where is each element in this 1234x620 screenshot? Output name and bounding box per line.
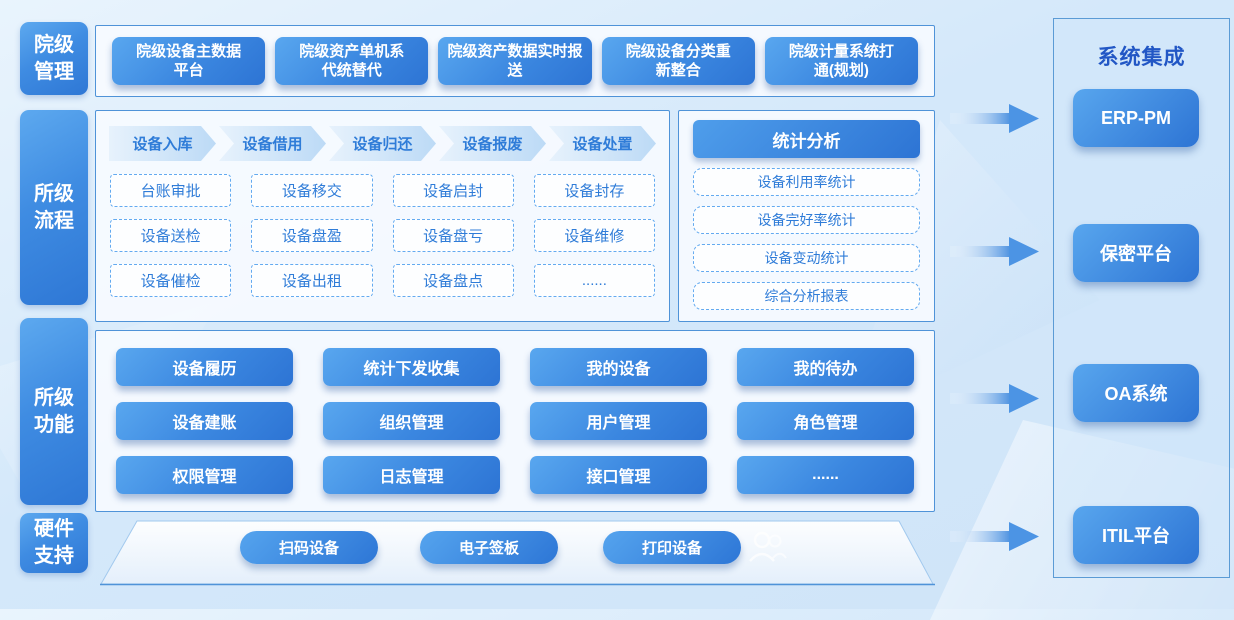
node-comprehensive-report: 综合分析报表: [693, 282, 920, 310]
node-security-platform: 保密平台: [1073, 224, 1199, 282]
node-more-functions: ......: [737, 456, 914, 494]
connector-arrow: [950, 104, 1039, 133]
institute-functions-section: 设备履历 统计下发收集 我的设备 我的待办 设备建账 组织管理 用户管理 角色管…: [95, 330, 935, 512]
node-change-stats: 设备变动统计: [693, 244, 920, 272]
node-my-todo: 我的待办: [737, 348, 914, 386]
flow-step-return: 设备归还: [329, 126, 436, 161]
node-utilization-stats: 设备利用率统计: [693, 168, 920, 196]
node-log-management: 日志管理: [323, 456, 500, 494]
sidebar-item-institute-functions: 所级功能: [20, 318, 88, 505]
hardware-support-section: 扫码设备 电子签板 打印设备: [100, 520, 935, 586]
node-itil-platform: ITIL平台: [1073, 506, 1199, 564]
connector-arrow: [950, 522, 1039, 551]
node-integrity-stats: 设备完好率统计: [693, 206, 920, 234]
node-asset-standalone-replacement: 院级资产单机系 代统替代: [275, 37, 429, 85]
system-integration-panel: 系统集成 ERP-PM 保密平台 OA系统 ITIL平台: [1053, 18, 1230, 578]
node-device-history: 设备履历: [116, 348, 293, 386]
node-device-seal: 设备封存: [533, 174, 655, 207]
node-role-management: 角色管理: [737, 402, 914, 440]
institute-process-section: 设备入库 设备借用 设备归还 设备报废 设备处置 台账审批 设备移交 设备启封 …: [95, 110, 670, 322]
node-device-rental: 设备出租: [251, 264, 373, 297]
sidebar-item-institute-process: 所级流程: [20, 110, 88, 305]
node-master-data-platform: 院级设备主数据 平台: [112, 37, 266, 85]
node-permission-management: 权限管理: [116, 456, 293, 494]
node-my-devices: 我的设备: [530, 348, 707, 386]
node-device-unseal: 设备启封: [392, 174, 514, 207]
statistics-section: 统计分析 设备利用率统计 设备完好率统计 设备变动统计 综合分析报表: [678, 110, 935, 322]
node-asset-realtime-report: 院级资产数据实时报 送: [438, 37, 592, 85]
node-device-reclassification: 院级设备分类重 新整合: [601, 37, 755, 85]
node-device-repair: 设备维修: [533, 219, 655, 252]
node-org-management: 组织管理: [323, 402, 500, 440]
node-device-transfer: 设备移交: [251, 174, 373, 207]
node-stocktaking: 设备盘点: [392, 264, 514, 297]
node-stats-distribution: 统计下发收集: [323, 348, 500, 386]
flow-step-inbound: 设备入库: [109, 126, 216, 161]
hospital-mgmt-section: 院级设备主数据 平台 院级资产单机系 代统替代 院级资产数据实时报 送 院级设备…: [95, 25, 935, 97]
node-user-management: 用户管理: [530, 402, 707, 440]
node-device-accounting: 设备建账: [116, 402, 293, 440]
flow-step-disposal: 设备处置: [549, 126, 656, 161]
device-lifecycle-flow: 设备入库 设备借用 设备归还 设备报废 设备处置: [109, 126, 656, 161]
flow-step-borrow: 设备借用: [219, 126, 326, 161]
sidebar-item-hardware-support: 硬件支持: [20, 513, 88, 573]
panel-title: 系统集成: [1097, 46, 1186, 69]
node-inspection-reminder: 设备催检: [110, 264, 232, 297]
node-signature-pad: 电子签板: [420, 531, 558, 564]
node-scan-device: 扫码设备: [240, 531, 378, 564]
flow-step-scrap: 设备报废: [439, 126, 546, 161]
sidebar-item-hospital-mgmt: 院级管理: [20, 22, 88, 95]
node-more-actions: ......: [533, 264, 655, 297]
people-icon: [749, 531, 787, 562]
node-ledger-approval: 台账审批: [110, 174, 232, 207]
connector-arrow: [950, 237, 1039, 266]
node-device-inspection: 设备送检: [110, 219, 232, 252]
node-erp-pm: ERP-PM: [1073, 89, 1199, 147]
connector-arrow: [950, 384, 1039, 413]
node-api-management: 接口管理: [530, 456, 707, 494]
node-oa-system: OA系统: [1073, 364, 1199, 422]
process-actions-grid: 台账审批 设备移交 设备启封 设备封存 设备送检 设备盘盈 设备盘亏 设备维修 …: [110, 174, 655, 297]
node-print-device: 打印设备: [603, 531, 741, 564]
node-inventory-surplus: 设备盘盈: [251, 219, 373, 252]
node-metering-integration: 院级计量系统打 通(规划): [764, 37, 919, 85]
statistics-header: 统计分析: [693, 120, 920, 158]
node-inventory-loss: 设备盘亏: [392, 219, 514, 252]
